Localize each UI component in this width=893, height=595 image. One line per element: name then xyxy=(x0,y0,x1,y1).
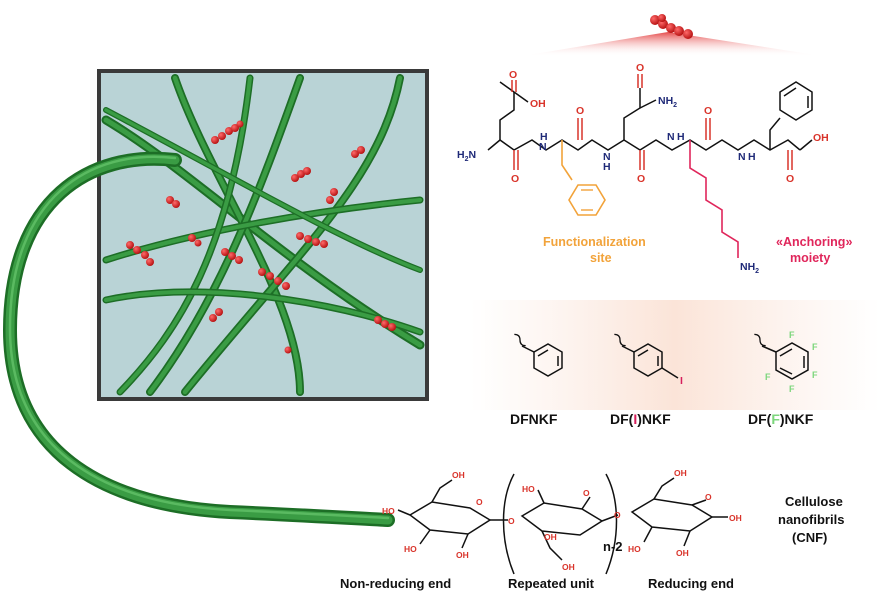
peptide-beads xyxy=(126,120,396,354)
anchoring-moiety-label: moiety xyxy=(790,251,830,265)
atom-n-1: N xyxy=(539,141,547,153)
long-fiber xyxy=(2,151,395,527)
atom-o-3: O xyxy=(637,173,645,185)
anchoring-label: «Anchoring» xyxy=(776,235,852,249)
atom-n-4: N xyxy=(738,151,746,163)
atom-nh-3: H xyxy=(677,131,685,143)
variant-name-dfnkf: DFNKF xyxy=(510,411,558,427)
peptide-annotations: Functionalization site «Anchoring» moiet… xyxy=(543,235,852,265)
atom-o-2: O xyxy=(576,105,584,117)
atom-o-asn: O xyxy=(636,62,644,74)
label-repeated-unit: Repeated unit xyxy=(508,576,595,591)
label-cnf: (CNF) xyxy=(792,530,827,545)
label-non-reducing-end: Non-reducing end xyxy=(340,576,451,591)
atom-nh-1: H xyxy=(540,131,548,143)
atom-o-ring-2: O xyxy=(583,488,590,498)
repeat-index: n-2 xyxy=(603,539,623,554)
atom-fluorine-5: F xyxy=(765,372,771,382)
atom-ho-2: HO xyxy=(404,544,417,554)
cellulose-labels: n-2 Non-reducing end Repeated unit Reduc… xyxy=(340,494,844,591)
atom-fluorine-2: F xyxy=(812,342,818,352)
atom-o-asp: O xyxy=(509,69,517,81)
cellulose-structure xyxy=(397,473,728,575)
atom-fluorine-4: F xyxy=(789,384,795,394)
label-reducing-end: Reducing end xyxy=(648,576,734,591)
variant-panel: I F F F F F DFNKF DF(I)NKF DF(F)NKF xyxy=(470,300,880,427)
variant-name-df-i-nkf: DF(I)NKF xyxy=(610,411,671,427)
atom-o-4: O xyxy=(704,105,712,117)
atom-h2n-nterm: H2N xyxy=(457,149,476,163)
fiber-network-panel xyxy=(97,69,429,401)
bead-cluster-top xyxy=(522,14,822,56)
peptide-structure xyxy=(487,74,813,258)
atom-oh-cterm: OH xyxy=(813,132,829,144)
atom-iodine: I xyxy=(680,375,683,387)
atom-oh-asp: OH xyxy=(530,98,546,110)
atom-oh-4: OH xyxy=(676,548,689,558)
atom-o-link-1: O xyxy=(508,516,515,526)
ring-df-i-nkf: I xyxy=(614,333,683,387)
atom-oh-c6-1: OH xyxy=(452,470,465,480)
atom-o-ring-1: O xyxy=(476,497,483,507)
label-cellulose: Cellulose xyxy=(785,494,843,509)
peptide-atom-labels: OH O O O O O O O OH NH2 H2N H N N H N H … xyxy=(457,62,829,275)
atom-oh-3: OH xyxy=(729,513,742,523)
ring-dfnkf xyxy=(514,333,563,377)
atom-o-1: O xyxy=(511,173,519,185)
atom-ho-3: HO xyxy=(522,484,535,494)
functionalization-label: Functionalization xyxy=(543,235,646,249)
atom-nh2-asn: NH2 xyxy=(658,95,677,109)
atom-oh-c6-3: OH xyxy=(674,468,687,478)
atom-nh2-lys: NH2 xyxy=(740,261,759,275)
atom-oh-1: OH xyxy=(456,550,469,560)
atom-nh-2: H xyxy=(603,161,611,173)
atom-o-5: O xyxy=(786,173,794,185)
label-nanofibrils: nanofibrils xyxy=(778,512,844,527)
cellulose-atom-labels: OH HO HO OH O O HO O OH OH O OH O OH HO … xyxy=(382,468,742,572)
atom-o-link-2: O xyxy=(614,510,621,520)
atom-o-ring-3: O xyxy=(705,492,712,502)
ring-df-f-nkf: F F F F F xyxy=(754,330,818,394)
fiber-strands xyxy=(101,74,425,396)
atom-fluorine-3: F xyxy=(812,370,818,380)
atom-oh-2: OH xyxy=(544,532,557,542)
variant-name-df-f-nkf: DF(F)NKF xyxy=(748,411,814,427)
atom-fluorine-1: F xyxy=(789,330,795,340)
atom-n-3: N xyxy=(667,131,675,143)
atom-oh-c6-2: OH xyxy=(562,562,575,572)
atom-nh-4: H xyxy=(748,151,756,163)
atom-ho-4: HO xyxy=(628,544,641,554)
functionalization-site-label: site xyxy=(590,251,612,265)
atom-ho-1: HO xyxy=(382,506,395,516)
atom-n-2: N xyxy=(603,151,611,163)
